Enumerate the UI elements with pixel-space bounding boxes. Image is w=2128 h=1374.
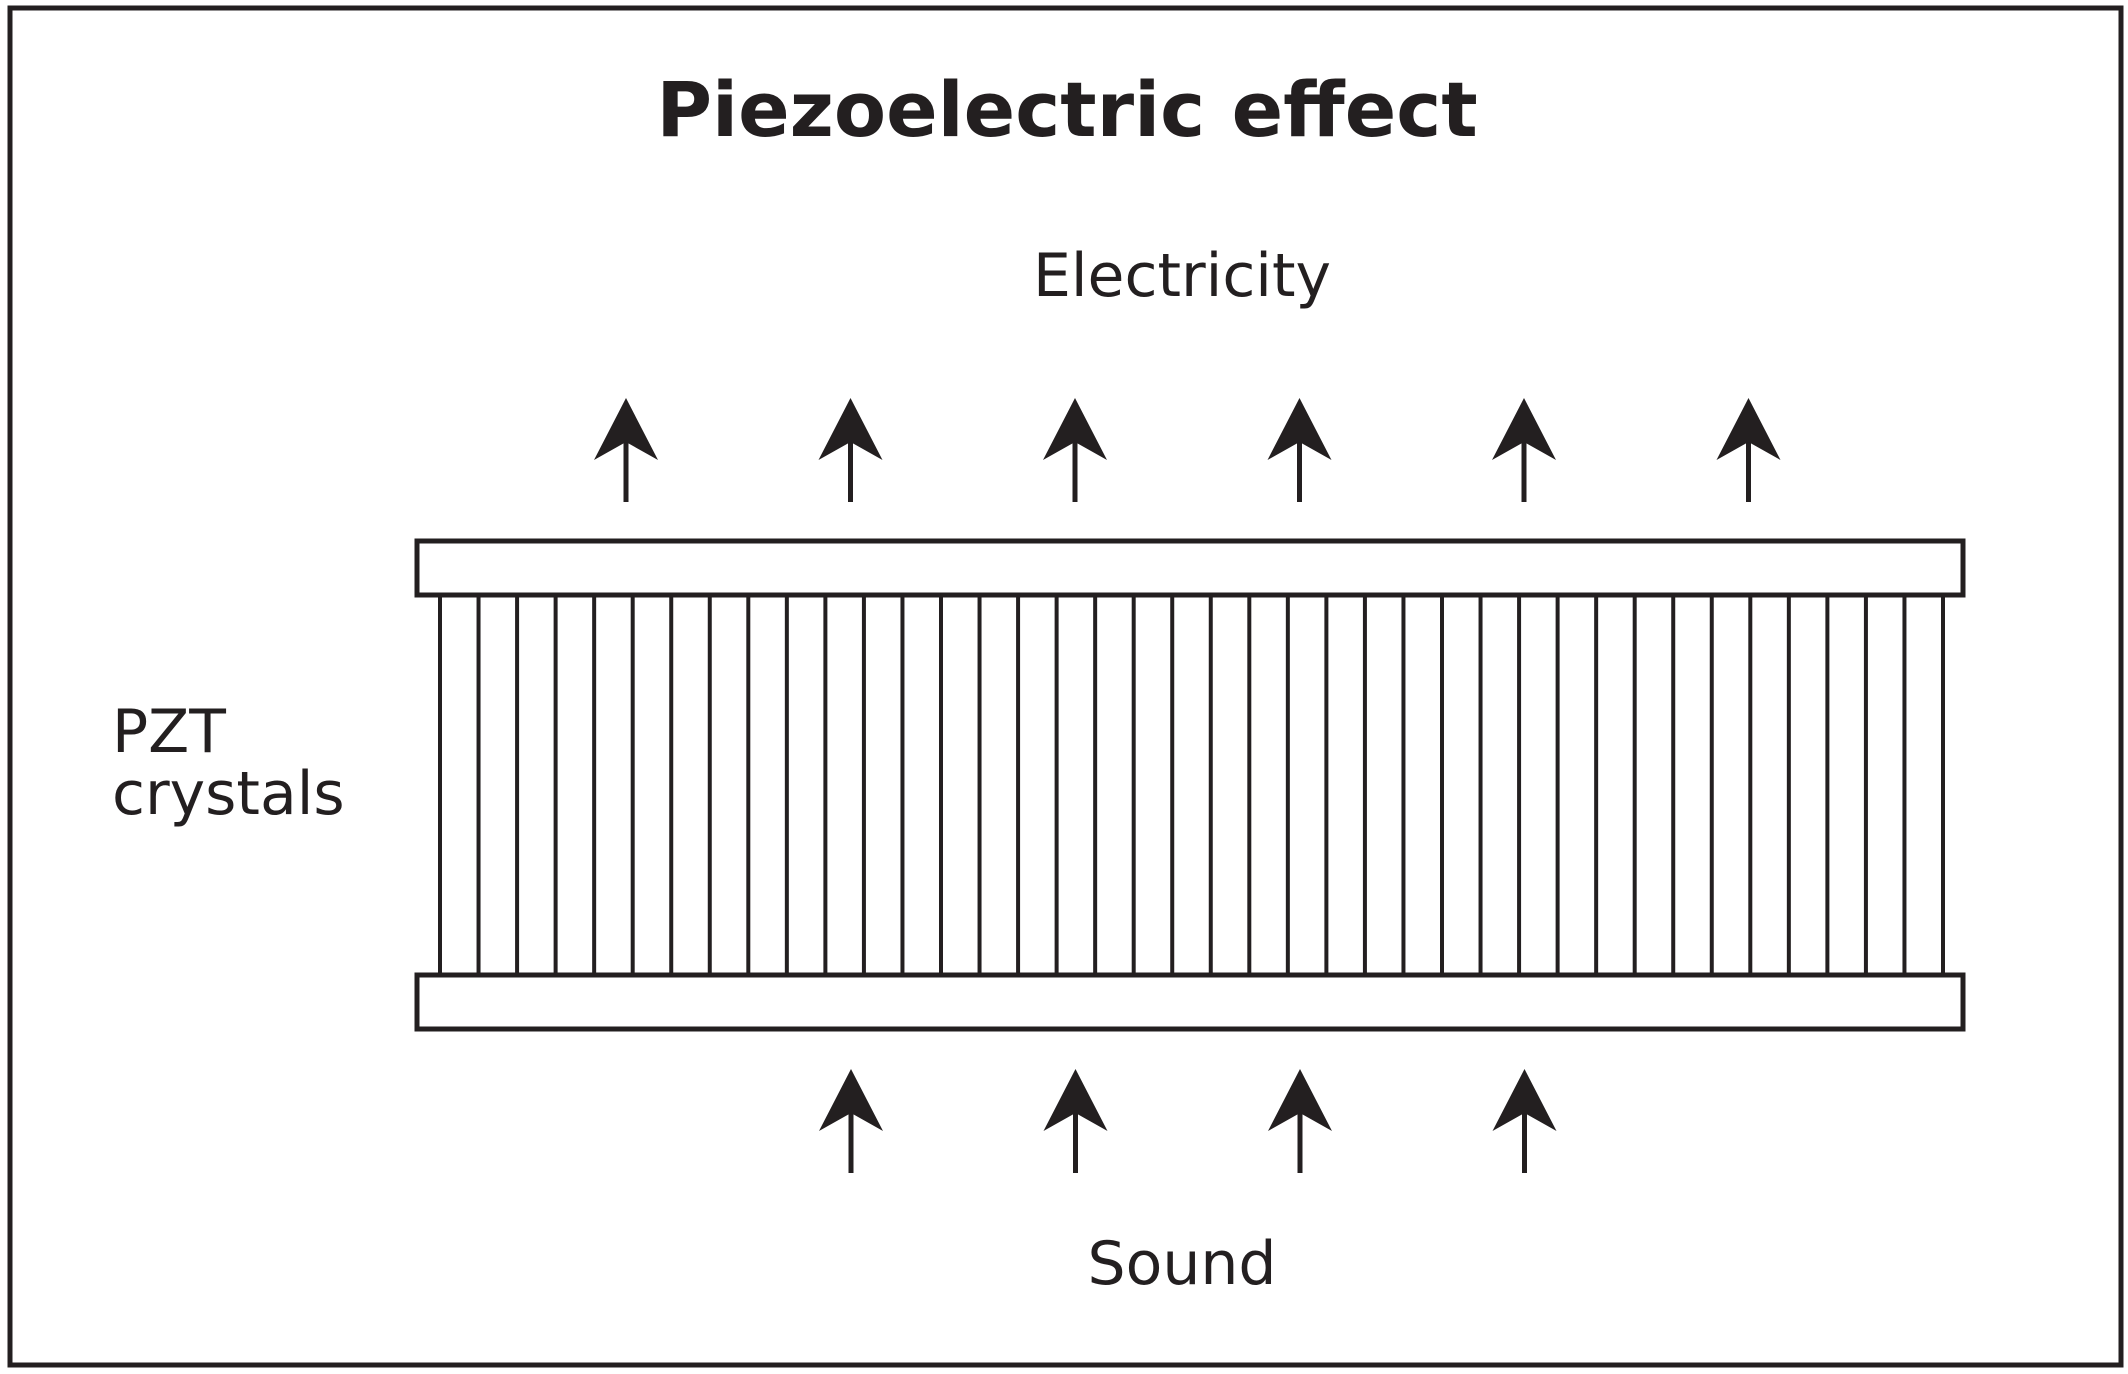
electricity-arrow — [1267, 398, 1332, 502]
sound-label: Sound — [1088, 1229, 1277, 1299]
outer-frame — [7, 5, 2124, 1368]
top-electrode-plate — [414, 538, 1966, 598]
bottom-electrode-plate — [414, 972, 1966, 1032]
sound-arrow — [1268, 1069, 1332, 1173]
diagram-title: Piezoelectric effect — [656, 65, 1477, 154]
electricity-arrow — [1716, 398, 1781, 502]
electricity-arrows — [594, 398, 1781, 502]
electricity-arrow — [1043, 398, 1107, 502]
sound-arrow — [1492, 1069, 1557, 1173]
electricity-label: Electricity — [1033, 241, 1331, 311]
electricity-arrow — [594, 398, 658, 502]
crystals-label: crystals — [112, 759, 345, 829]
electricity-arrow — [818, 398, 883, 502]
sound-arrow — [819, 1069, 883, 1173]
pzt-label: PZT — [112, 697, 226, 767]
pzt-crystal-lines — [438, 595, 1945, 975]
electricity-arrow — [1492, 398, 1556, 502]
sound-arrow — [1043, 1069, 1108, 1173]
sound-arrows — [819, 1069, 1557, 1173]
